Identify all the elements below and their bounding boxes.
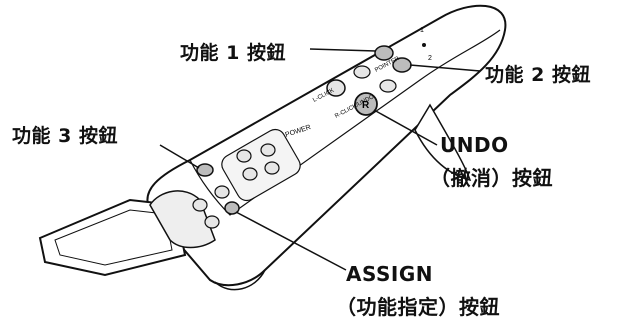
remote-body-edge	[189, 29, 501, 216]
leader-function-1	[309, 48, 377, 52]
side-button-shape	[353, 65, 371, 79]
assign-button-shape	[224, 201, 240, 215]
function-3-button-shape	[196, 163, 214, 177]
function-1-button-shape	[374, 45, 394, 61]
function-3-button-label: 功能 3 按鈕	[12, 125, 118, 147]
leader-assign	[235, 211, 347, 271]
leader-function-3	[159, 144, 200, 169]
device-number-1: 1	[420, 27, 424, 34]
remote-tail	[214, 269, 266, 291]
indicator-dot	[422, 43, 426, 47]
mid-button-b	[260, 143, 276, 157]
assign-button-label-caption: （功能指定）按鈕	[336, 295, 500, 319]
lower-button-c	[204, 215, 220, 229]
flip-cover-inner	[54, 209, 173, 266]
leader-function-2	[409, 64, 481, 72]
undo-button-shape	[354, 92, 378, 116]
mid-button-a	[236, 149, 252, 163]
remote-body	[146, 4, 507, 287]
leader-undo	[373, 109, 438, 146]
lower-button-a	[192, 198, 208, 212]
l-click-button-shape	[326, 79, 346, 97]
device-number-2: 2	[428, 55, 432, 62]
pointer-button-shape	[379, 79, 397, 93]
undo-button-label-title: UNDO	[440, 133, 509, 157]
lower-button-b	[214, 185, 230, 199]
remote-grip	[414, 103, 472, 182]
mid-button-c	[242, 167, 258, 181]
function-1-button-label: 功能 1 按鈕	[180, 42, 286, 64]
function-2-button-label: 功能 2 按鈕	[485, 64, 591, 86]
undo-button-label-caption: （撤消）按鈕	[430, 166, 553, 190]
undo-button-letter: R	[362, 100, 370, 111]
center-panel	[221, 128, 301, 202]
assign-button-label-title: ASSIGN	[346, 262, 433, 286]
mid-button-d	[264, 161, 280, 175]
flip-cover	[38, 198, 187, 277]
